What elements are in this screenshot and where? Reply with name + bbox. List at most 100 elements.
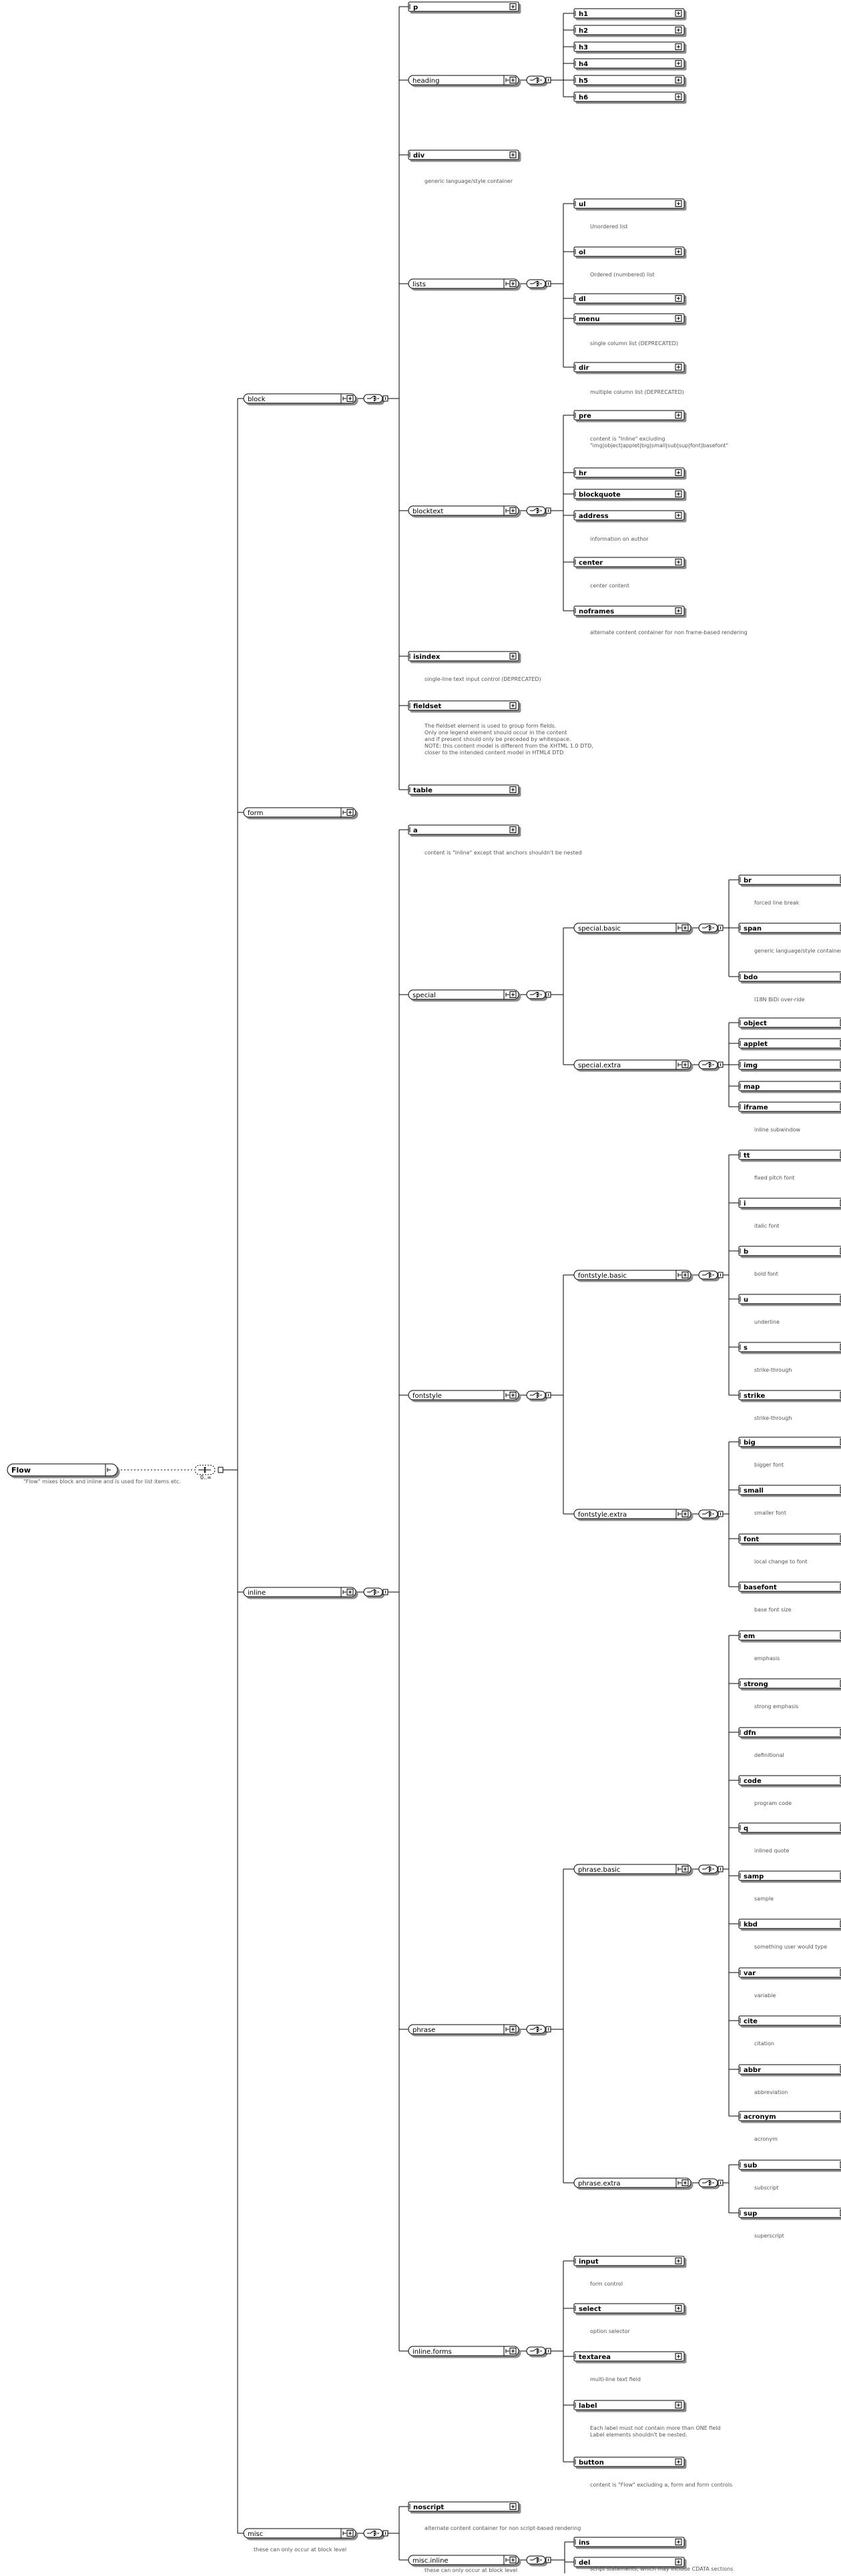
element-var[interactable]: var (738, 1967, 841, 1978)
compositor-handle-icon[interactable] (545, 2557, 551, 2563)
element-h6[interactable]: h6 (573, 91, 685, 102)
group-misc-inline[interactable]: misc.inline (408, 2555, 519, 2565)
element-del-expand-icon[interactable] (675, 2559, 682, 2565)
element-h5[interactable]: h5 (573, 75, 685, 85)
element-address-expand-icon[interactable] (675, 512, 682, 519)
element-h3[interactable]: h3 (573, 41, 685, 52)
compositor-handle-icon[interactable] (545, 2026, 551, 2033)
compositor-handle-icon[interactable] (382, 2530, 388, 2537)
element-isindex[interactable]: isindex (408, 651, 519, 662)
element-abbr[interactable]: abbr (738, 2064, 841, 2075)
element-h4[interactable]: h4 (573, 58, 685, 69)
group-fontstyle-basic[interactable]: fontstyle.basic (573, 1270, 691, 1280)
element-ol-expand-icon[interactable] (675, 248, 682, 255)
compositor-handle-icon[interactable] (545, 1392, 551, 1398)
element-bdo[interactable]: bdo (738, 971, 841, 982)
compositor-handle-icon[interactable] (718, 1061, 724, 1068)
element-isindex-expand-icon[interactable] (509, 653, 517, 660)
element-i[interactable]: i (738, 1198, 841, 1208)
element-code[interactable]: code (738, 1775, 841, 1786)
element-p[interactable]: p (408, 1, 519, 12)
group-heading-expand-icon[interactable] (509, 77, 517, 83)
group-block[interactable]: block (243, 393, 356, 404)
element-ins-expand-icon[interactable] (675, 2539, 682, 2545)
element-ul[interactable]: ul (573, 198, 685, 209)
element-blockquote[interactable]: blockquote (573, 489, 685, 499)
element-h1-expand-icon[interactable] (675, 10, 682, 17)
group-inline-forms-expand-icon[interactable] (509, 2348, 517, 2354)
element-samp[interactable]: samp (738, 1870, 841, 1881)
group-form-expand-icon[interactable] (346, 809, 354, 816)
element-h2-expand-icon[interactable] (675, 27, 682, 33)
element-h4-expand-icon[interactable] (675, 60, 682, 67)
element-a[interactable]: a (408, 824, 519, 835)
group-lists-expand-icon[interactable] (509, 280, 517, 287)
element-tt[interactable]: tt (738, 1149, 841, 1160)
element-dl[interactable]: dl (573, 293, 685, 304)
group-misc[interactable]: misc (243, 2528, 356, 2539)
group-fontstyle-extra-expand-icon[interactable] (681, 1511, 689, 1517)
element-button[interactable]: button (573, 2457, 685, 2467)
element-b[interactable]: b (738, 1246, 841, 1256)
element-dir-expand-icon[interactable] (675, 364, 682, 370)
element-center[interactable]: center (573, 557, 685, 567)
element-h2[interactable]: h2 (573, 25, 685, 35)
group-phrase-basic-expand-icon[interactable] (681, 1866, 689, 1872)
element-noframes[interactable]: noframes (573, 605, 685, 616)
element-menu[interactable]: menu (573, 313, 685, 324)
element-h3-expand-icon[interactable] (675, 43, 682, 50)
element-big[interactable]: big (738, 1437, 841, 1447)
element-fieldset-expand-icon[interactable] (509, 702, 517, 709)
group-inline-forms[interactable]: inline.forms (408, 2346, 519, 2356)
group-misc-inline-expand-icon[interactable] (509, 2557, 517, 2563)
group-block-expand-icon[interactable] (346, 395, 354, 402)
element-label-expand-icon[interactable] (675, 2402, 682, 2408)
element-sub[interactable]: sub (738, 2159, 841, 2170)
element-table[interactable]: table (408, 784, 519, 795)
element-menu-expand-icon[interactable] (675, 315, 682, 322)
group-special-expand-icon[interactable] (509, 991, 517, 998)
element-strong[interactable]: strong (738, 1678, 841, 1689)
element-noscript[interactable]: noscript (408, 2501, 519, 2512)
group-fontstyle-basic-expand-icon[interactable] (681, 1272, 689, 1278)
group-blocktext[interactable]: blocktext (408, 505, 519, 516)
compositor-handle-icon[interactable] (545, 507, 551, 514)
compositor-handle-icon[interactable] (545, 2348, 551, 2354)
element-p-expand-icon[interactable] (509, 3, 517, 10)
element-br[interactable]: br (738, 874, 841, 885)
element-center-expand-icon[interactable] (675, 559, 682, 565)
element-input-expand-icon[interactable] (675, 2258, 682, 2264)
compositor-handle-icon[interactable] (545, 77, 551, 83)
element-font[interactable]: font (738, 1533, 841, 1544)
group-special-basic[interactable]: special.basic (573, 923, 691, 933)
element-ol[interactable]: ol (573, 246, 685, 257)
element-dfn[interactable]: dfn (738, 1727, 841, 1738)
element-cite[interactable]: cite (738, 2015, 841, 2026)
group-fontstyle-expand-icon[interactable] (509, 1392, 517, 1398)
compositor-handle-icon[interactable] (545, 991, 551, 998)
element-s[interactable]: s (738, 1342, 841, 1352)
element-blockquote-expand-icon[interactable] (675, 491, 682, 497)
element-div[interactable]: div (408, 150, 519, 160)
compositor-handle-icon[interactable] (718, 1511, 724, 1517)
element-h6-expand-icon[interactable] (675, 93, 682, 100)
group-special-extra[interactable]: special.extra (573, 1059, 691, 1070)
group-blocktext-expand-icon[interactable] (509, 507, 517, 514)
group-phrase-extra-expand-icon[interactable] (681, 2179, 689, 2186)
element-span[interactable]: span (738, 923, 841, 933)
group-fontstyle-extra[interactable]: fontstyle.extra (573, 1509, 691, 1519)
element-fieldset[interactable]: fieldset (408, 700, 519, 711)
compositor-handle-icon[interactable] (382, 1589, 388, 1595)
element-noscript-expand-icon[interactable] (509, 2503, 517, 2510)
element-label[interactable]: label (573, 2400, 685, 2410)
element-select[interactable]: select (573, 2303, 685, 2314)
element-div-expand-icon[interactable] (509, 152, 517, 158)
element-sup[interactable]: sup (738, 2208, 841, 2218)
element-acronym[interactable]: acronym (738, 2111, 841, 2121)
element-input[interactable]: input (573, 2256, 685, 2266)
group-fontstyle[interactable]: fontstyle (408, 1390, 519, 1400)
group-special[interactable]: special (408, 989, 519, 1000)
group-heading[interactable]: heading (408, 75, 519, 85)
element-textarea-expand-icon[interactable] (675, 2353, 682, 2360)
group-phrase[interactable]: phrase (408, 2024, 519, 2035)
